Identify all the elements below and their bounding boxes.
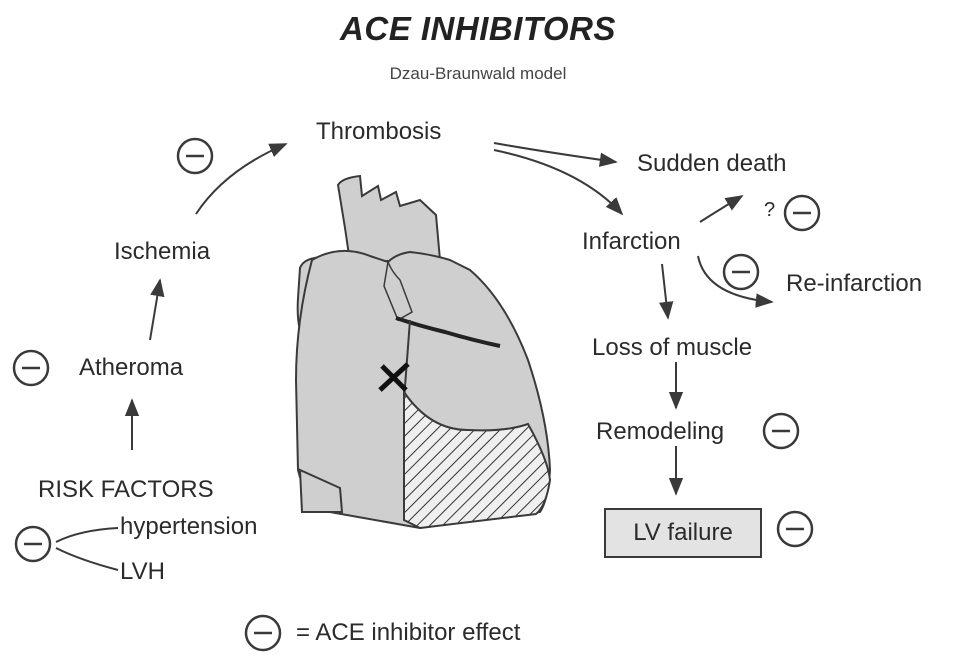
legend-text: = ACE inhibitor effect <box>296 621 520 645</box>
branch-line-hypertension <box>56 528 118 542</box>
aorta-shape <box>338 176 440 262</box>
minus-circle-icon <box>778 512 812 546</box>
node-atheroma: Atheroma <box>79 356 183 380</box>
minus-circle-icon <box>724 255 758 289</box>
minus-circle-icon <box>178 139 212 173</box>
diagram-subtitle: Dzau-Braunwald model <box>0 64 956 84</box>
node-lvh: LVH <box>120 560 165 584</box>
minus-circle-icon <box>14 351 48 385</box>
heart-illustration <box>296 176 550 528</box>
question-mark: ? <box>764 200 775 220</box>
node-loss-of-muscle: Loss of muscle <box>592 336 752 360</box>
diagram-title: ACE INHIBITORS <box>0 10 956 48</box>
node-remodeling: Remodeling <box>596 420 724 444</box>
node-re-infarction: Re-infarction <box>786 272 922 296</box>
minus-circle-icon <box>764 414 798 448</box>
node-thrombosis: Thrombosis <box>316 120 441 144</box>
arrow-ischemia-to-thrombosis <box>196 144 286 214</box>
node-sudden-death: Sudden death <box>637 152 786 176</box>
node-infarction: Infarction <box>582 230 681 254</box>
arrow-infarction-to-loss <box>662 264 668 318</box>
arrow-infarction-to-sudden-death <box>700 196 742 222</box>
arrow-thrombosis-to-sudden-death <box>494 143 616 162</box>
branch-line-lvh <box>56 548 118 570</box>
minus-circle-icon <box>246 616 280 650</box>
arrow-infarction-to-reinfarction <box>698 256 772 302</box>
node-lv-failure: LV failure <box>604 508 762 558</box>
minus-circle-icon <box>16 527 50 561</box>
arrow-atheroma-to-ischemia <box>150 280 160 340</box>
node-hypertension: hypertension <box>120 515 257 539</box>
node-ischemia: Ischemia <box>114 240 210 264</box>
node-risk-factors: RISK FACTORS <box>38 478 214 502</box>
minus-circle-icon <box>785 196 819 230</box>
